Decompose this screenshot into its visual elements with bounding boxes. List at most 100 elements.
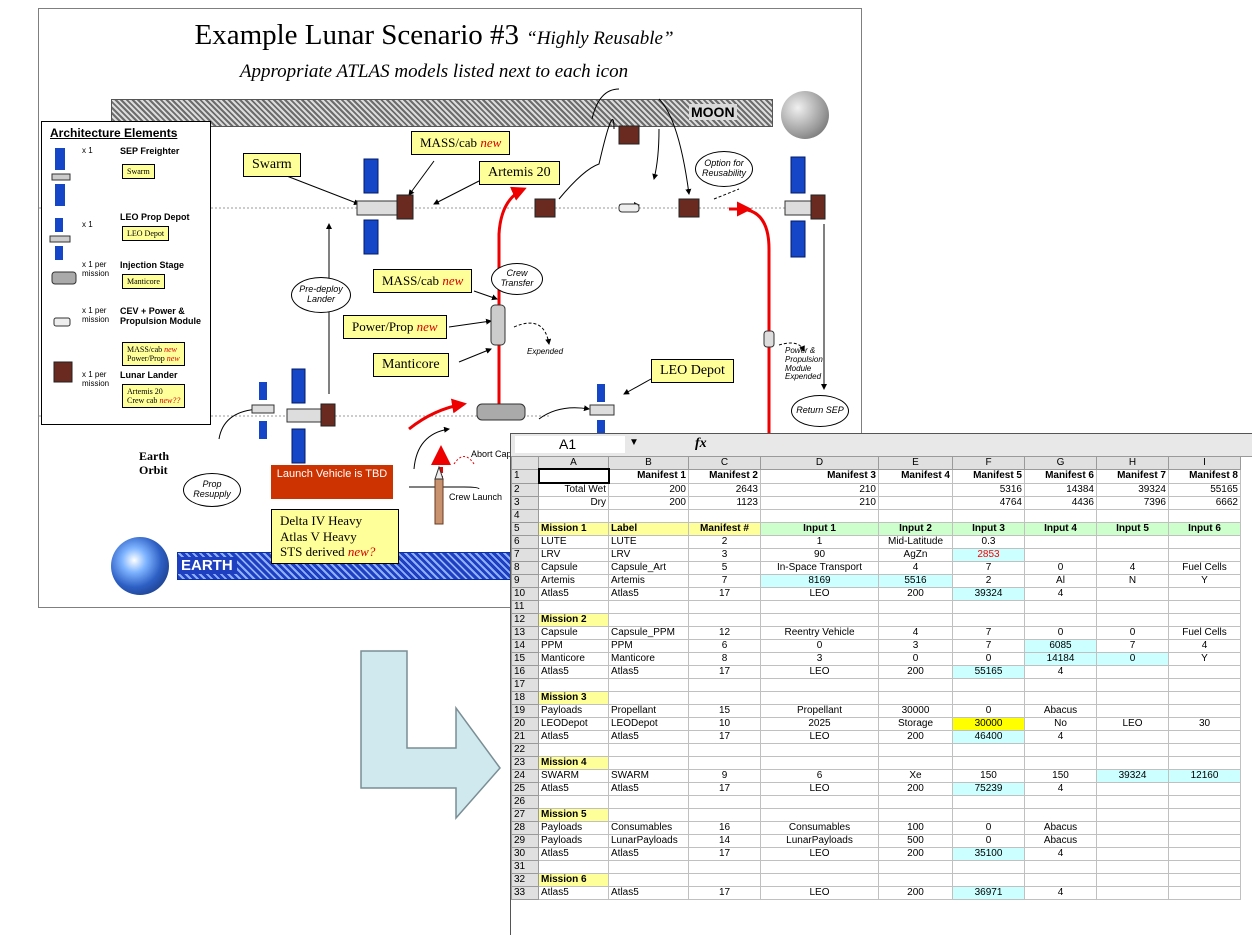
row-header[interactable]: 22	[511, 743, 539, 757]
cell[interactable]	[1096, 587, 1169, 601]
cell[interactable]: Fuel Cells	[1168, 561, 1241, 575]
cell[interactable]	[878, 873, 953, 887]
cell[interactable]: 0	[952, 652, 1025, 666]
row-header[interactable]: 7	[511, 548, 539, 562]
row-header[interactable]: 19	[511, 704, 539, 718]
cell[interactable]: LEO	[760, 886, 879, 900]
cell[interactable]	[608, 756, 689, 770]
cell[interactable]	[1168, 587, 1241, 601]
cell[interactable]: LRV	[538, 548, 609, 562]
cell[interactable]	[1168, 873, 1241, 887]
cell[interactable]: Propellant	[760, 704, 879, 718]
cell[interactable]	[688, 678, 761, 692]
cell[interactable]: 2025	[760, 717, 879, 731]
cell[interactable]: 14184	[1024, 652, 1097, 666]
cell[interactable]	[878, 482, 953, 497]
column-header[interactable]: E	[878, 456, 953, 470]
cell[interactable]: Mission 2	[538, 613, 609, 627]
cell[interactable]: 75239	[952, 782, 1025, 796]
row-header[interactable]: 5	[511, 522, 539, 536]
cell[interactable]	[1024, 509, 1097, 523]
cell[interactable]	[1168, 782, 1241, 796]
cell[interactable]: 7	[952, 626, 1025, 640]
cell[interactable]: Manifest 5	[952, 468, 1025, 484]
cell[interactable]: 4	[1024, 730, 1097, 744]
cell[interactable]	[1096, 600, 1169, 614]
row-header[interactable]: 4	[511, 509, 539, 523]
cell[interactable]	[878, 509, 953, 523]
cell[interactable]: 8	[688, 652, 761, 666]
column-header[interactable]: F	[952, 456, 1025, 470]
cell[interactable]	[952, 756, 1025, 770]
cell[interactable]: Atlas5	[608, 587, 689, 601]
cell[interactable]	[760, 678, 879, 692]
cell[interactable]	[688, 873, 761, 887]
cell[interactable]: 17	[688, 587, 761, 601]
cell[interactable]: Capsule_Art	[608, 561, 689, 575]
cell[interactable]	[538, 509, 609, 523]
cell[interactable]: 200	[878, 587, 953, 601]
cell[interactable]: Abacus	[1024, 834, 1097, 848]
cell[interactable]: Reentry Vehicle	[760, 626, 879, 640]
cell[interactable]	[1096, 665, 1169, 679]
cell[interactable]: Manifest 7	[1096, 468, 1169, 484]
cell[interactable]	[1096, 743, 1169, 757]
cell[interactable]: 4	[878, 626, 953, 640]
cell[interactable]	[878, 860, 953, 874]
cell[interactable]: LUTE	[538, 535, 609, 549]
cell[interactable]: 5516	[878, 574, 953, 588]
cell[interactable]: LEO	[1096, 717, 1169, 731]
row-header[interactable]: 14	[511, 639, 539, 653]
cell[interactable]: Abacus	[1024, 821, 1097, 835]
cell[interactable]	[1096, 756, 1169, 770]
cell[interactable]	[878, 613, 953, 627]
column-header[interactable]: D	[760, 456, 879, 470]
row-header[interactable]: 25	[511, 782, 539, 796]
cell[interactable]	[878, 691, 953, 705]
cell[interactable]: 15	[688, 704, 761, 718]
cell[interactable]	[952, 873, 1025, 887]
cell[interactable]	[760, 600, 879, 614]
cell[interactable]: SWARM	[538, 769, 609, 783]
cell[interactable]: Artemis	[608, 574, 689, 588]
cell[interactable]: Mission 4	[538, 756, 609, 770]
cell[interactable]	[952, 691, 1025, 705]
cell[interactable]: AgZn	[878, 548, 953, 562]
cell[interactable]: 0.3	[952, 535, 1025, 549]
cell[interactable]: 4	[878, 561, 953, 575]
cell[interactable]: 4	[1096, 561, 1169, 575]
cell[interactable]: Input 2	[878, 522, 953, 536]
cell[interactable]: 200	[878, 665, 953, 679]
cell[interactable]	[1096, 782, 1169, 796]
cell[interactable]: 0	[952, 821, 1025, 835]
cell[interactable]	[878, 496, 953, 510]
cell[interactable]: 2853	[952, 548, 1025, 562]
cell[interactable]: Manifest 6	[1024, 468, 1097, 484]
cell[interactable]	[1024, 535, 1097, 549]
cell[interactable]	[1096, 860, 1169, 874]
cell[interactable]: Mission 6	[538, 873, 609, 887]
cell[interactable]: 4	[1168, 639, 1241, 653]
cell[interactable]	[1168, 665, 1241, 679]
cell[interactable]	[688, 795, 761, 809]
cell[interactable]	[952, 678, 1025, 692]
cell[interactable]	[608, 743, 689, 757]
cell[interactable]	[760, 691, 879, 705]
cell[interactable]	[1168, 730, 1241, 744]
cell[interactable]: 200	[878, 847, 953, 861]
cell[interactable]: 3	[878, 639, 953, 653]
cell[interactable]: 1123	[688, 496, 761, 510]
cell[interactable]	[608, 808, 689, 822]
cell[interactable]	[688, 756, 761, 770]
cell[interactable]	[1024, 678, 1097, 692]
cell[interactable]	[1024, 860, 1097, 874]
cell[interactable]	[760, 509, 879, 523]
cell[interactable]	[688, 613, 761, 627]
select-all-corner[interactable]	[511, 456, 539, 470]
cell[interactable]: 200	[608, 482, 689, 497]
cell[interactable]: 200	[878, 730, 953, 744]
cell[interactable]	[1024, 795, 1097, 809]
cell[interactable]: 500	[878, 834, 953, 848]
cell[interactable]: Payloads	[538, 821, 609, 835]
